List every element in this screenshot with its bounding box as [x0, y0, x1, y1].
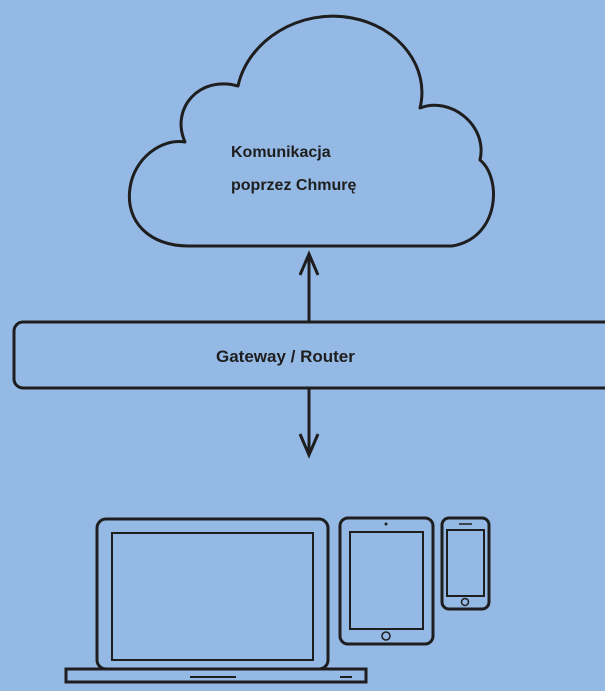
gateway-box	[12, 320, 605, 390]
arrow-up	[298, 250, 320, 322]
cloud-icon	[127, 14, 495, 248]
arrow-down	[298, 388, 320, 459]
cloud-label-line-2: poprzez Chmurę	[231, 177, 356, 194]
cloud-node: Komunikacja poprzez Chmurę	[127, 14, 495, 248]
cloud-label-line-1: Komunikacja	[231, 144, 331, 161]
gateway-node: Gateway / Router	[12, 320, 605, 390]
gateway-label: Gateway / Router	[216, 347, 355, 366]
tablet-icon	[338, 516, 435, 646]
smartphone-icon	[440, 516, 491, 611]
laptop-icon	[64, 517, 368, 684]
